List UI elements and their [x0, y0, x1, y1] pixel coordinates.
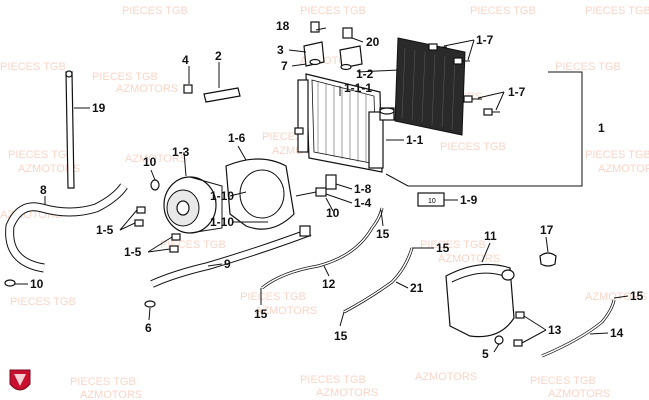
callout-20: 20 — [366, 35, 380, 49]
callout-4: 4 — [182, 53, 189, 67]
watermark: PIECES TGB — [8, 149, 74, 161]
reservoir-cap-part — [539, 252, 557, 267]
callout-14: 14 — [610, 326, 624, 340]
bolt-part — [428, 43, 500, 116]
callout-15: 15 — [630, 289, 644, 303]
lower-hose-part — [150, 225, 312, 288]
tank-bolts-part — [494, 311, 525, 347]
callout-1-2: 1-2 — [356, 67, 374, 81]
callout-13: 13 — [548, 323, 562, 337]
callout-1-5: 1-5 — [124, 245, 142, 259]
label-sticker-part: 10 — [417, 192, 445, 207]
callout-8: 8 — [40, 183, 47, 197]
callout-5: 5 — [482, 347, 489, 361]
callout-19: 19 — [92, 101, 106, 115]
watermark: PIECES TGB — [10, 296, 76, 308]
watermark: PIECES TGB — [300, 5, 366, 17]
watermark: AZMOTORS — [255, 305, 317, 317]
callout-1-6: 1-6 — [228, 131, 246, 145]
fan-motor-part — [163, 176, 223, 234]
watermark: PIECES TGB — [92, 71, 158, 83]
callout-1-1-1: 1-1-1 — [344, 81, 372, 95]
callout-10: 10 — [143, 155, 157, 169]
radiator-hose-part — [5, 183, 128, 273]
callout-1-8: 1-8 — [354, 182, 372, 196]
callout-1-4: 1-4 — [354, 196, 372, 210]
callout-15: 15 — [436, 241, 450, 255]
watermark: PIECES TGB — [555, 61, 621, 73]
callout-21: 21 — [410, 281, 424, 295]
fasteners-part — [4, 179, 181, 308]
watermark: AZMOTORS — [316, 387, 378, 399]
callout-18: 18 — [276, 19, 290, 33]
callout-1-9: 1-9 — [460, 193, 478, 207]
watermark: PIECES TGB — [585, 149, 649, 161]
sticker-text: 10 — [428, 198, 436, 205]
watermark: AZMOTORS — [598, 163, 649, 175]
watermark: AZMOTORS — [125, 153, 187, 165]
callout-12: 12 — [322, 277, 336, 291]
watermark: PIECES TGB — [240, 291, 306, 303]
watermark: PIECES TGB — [585, 5, 649, 17]
watermark: PIECES TGB — [0, 61, 66, 73]
watermark: AZMOTORS — [80, 389, 142, 400]
leader-lines — [15, 27, 629, 353]
overflow-tube-part — [261, 207, 414, 314]
watermark: AZMOTORS — [116, 83, 178, 95]
radiator-bracket-part — [303, 21, 363, 71]
callout-15: 15 — [376, 227, 390, 241]
mount-bracket-part — [183, 84, 241, 103]
callout-1-7: 1-7 — [476, 33, 494, 47]
callout-17: 17 — [540, 223, 554, 237]
callout-2: 2 — [215, 49, 222, 63]
breather-tube-part — [541, 299, 616, 358]
watermark: AZMOTORS — [548, 388, 610, 400]
watermark: PIECES TGB — [530, 375, 596, 387]
callout-1-7: 1-7 — [508, 85, 526, 99]
watermark: PIECES TGB — [70, 376, 136, 388]
watermark: PIECES TGB — [470, 5, 536, 17]
watermark: PIECES TGB — [300, 374, 366, 386]
callout-1: 1 — [598, 121, 605, 135]
watermark: AZMOTORS — [18, 163, 80, 175]
reservoir-tank-part — [445, 263, 515, 338]
callout-10: 10 — [326, 206, 340, 220]
callout-11: 11 — [484, 229, 497, 243]
watermark: PIECES TGB — [122, 5, 188, 17]
callout-1-3: 1-3 — [172, 145, 190, 159]
callout-9: 9 — [224, 257, 231, 271]
callout-10: 10 — [30, 277, 44, 291]
watermark: PIECES TGB — [420, 239, 486, 251]
strap-part — [65, 70, 75, 189]
watermark: AZMOTORS — [585, 291, 647, 303]
callout-15: 15 — [254, 307, 268, 321]
callout-labels: 18 20 3 7 1-7 1-2 1-1-1 1-7 1 1-1 4 2 19… — [30, 19, 644, 361]
callout-6: 6 — [145, 321, 152, 335]
callout-1-10: 1-10 — [210, 189, 234, 203]
callout-3: 3 — [277, 43, 284, 57]
radiator-screen-part — [394, 37, 466, 136]
watermark: PIECES TGB — [440, 141, 506, 153]
watermark: AZMOTORS — [415, 371, 477, 383]
callout-7: 7 — [281, 59, 288, 73]
callout-1-1: 1-1 — [406, 133, 424, 147]
callout-1-10: 1-10 — [210, 215, 234, 229]
callout-15: 15 — [334, 329, 348, 343]
callout-1-5: 1-5 — [96, 223, 114, 237]
radiator-core-part — [294, 73, 395, 173]
thermo-switch-part — [295, 174, 337, 197]
azmotors-shield-logo — [9, 369, 31, 391]
